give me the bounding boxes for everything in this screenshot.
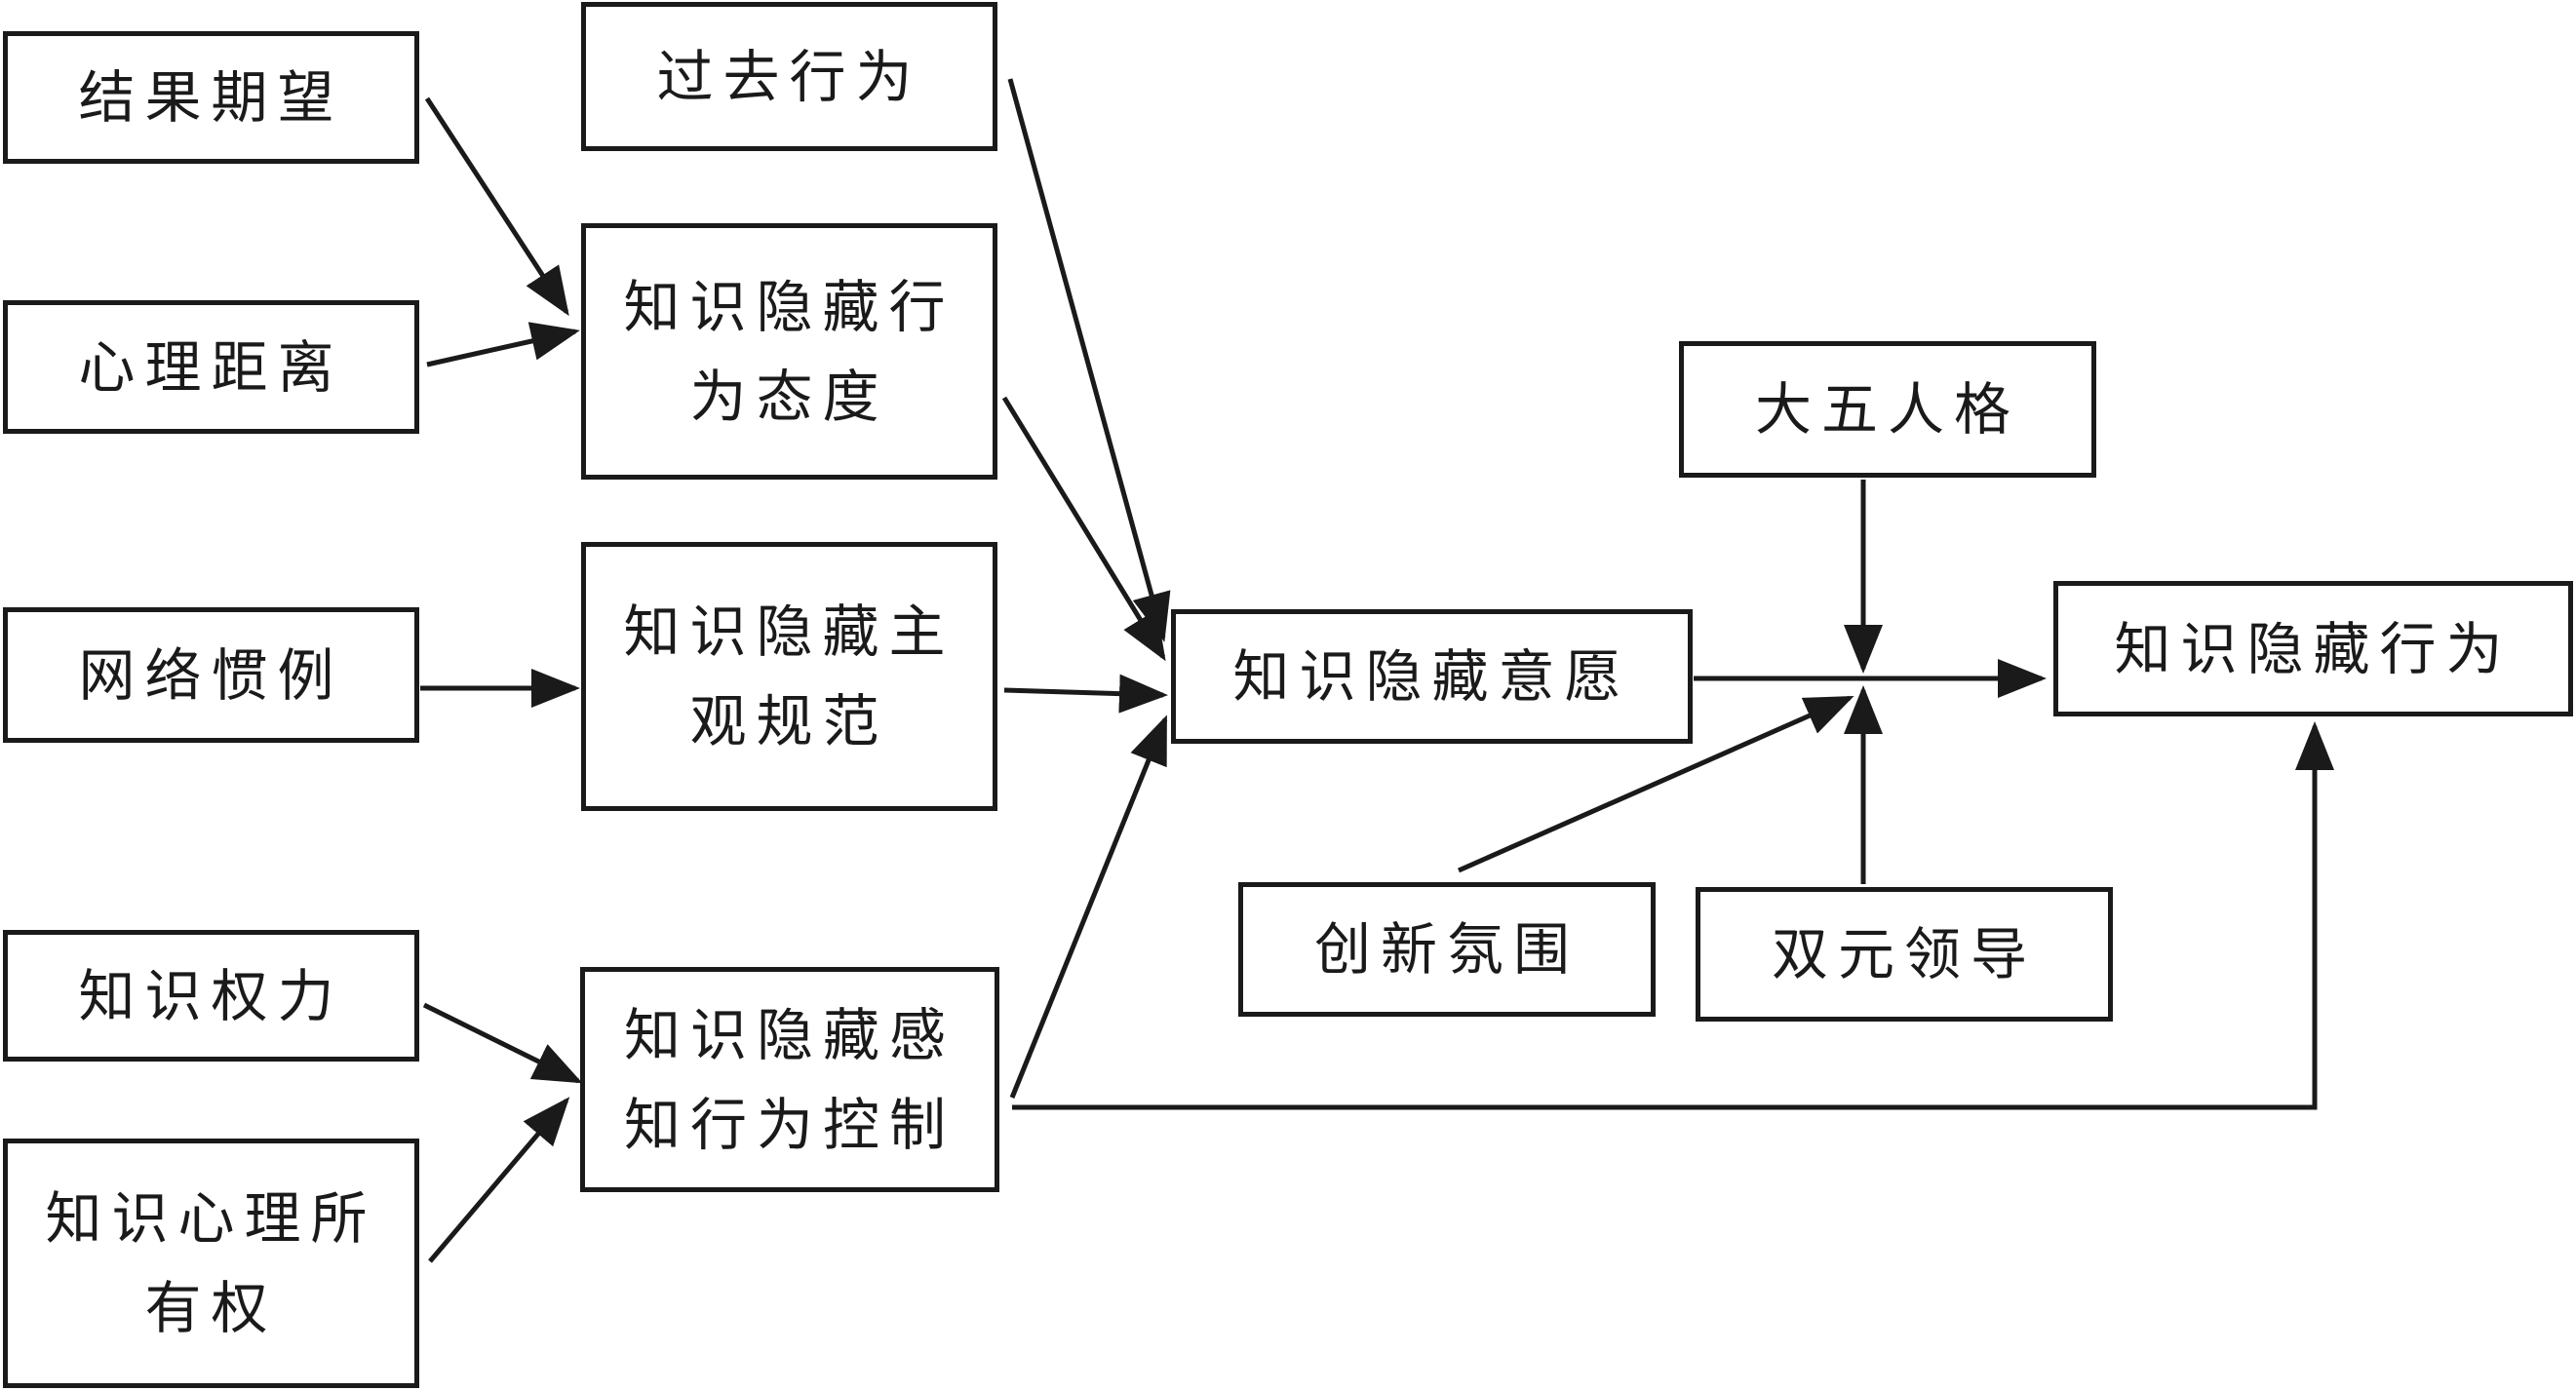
node-label-line: 大五人格 bbox=[1754, 376, 2020, 443]
node-label: 知识隐藏感知行为控制 bbox=[624, 990, 956, 1170]
arrow-psychological-ownership-to-perceived-control bbox=[428, 1097, 570, 1263]
node-label: 知识隐藏行为态度 bbox=[623, 262, 955, 442]
node-label: 双元领导 bbox=[1772, 909, 2037, 999]
node-label: 结果期望 bbox=[78, 53, 343, 142]
node-label: 心理距离 bbox=[78, 323, 343, 412]
node-innovation-climate: 创新氛围 bbox=[1238, 882, 1656, 1017]
node-label: 知识心理所有权 bbox=[45, 1174, 376, 1353]
node-network-norms: 网络惯例 bbox=[3, 607, 419, 743]
arrow-outcome-expectation-to-attitude bbox=[424, 97, 569, 317]
node-label-line: 为态度 bbox=[689, 363, 889, 430]
node-label: 网络惯例 bbox=[78, 631, 343, 720]
arrow-attitude-to-intention bbox=[1001, 396, 1166, 662]
node-label: 知识权力 bbox=[78, 951, 343, 1041]
node-knowledge-power: 知识权力 bbox=[3, 930, 419, 1062]
node-label-line: 知识隐藏意愿 bbox=[1232, 643, 1631, 710]
node-label-line: 有权 bbox=[144, 1275, 278, 1341]
arrow-perceived-control-to-hiding-behavior bbox=[1012, 721, 2334, 1110]
node-label-line: 知识心理所 bbox=[45, 1185, 377, 1252]
node-label-line: 观规范 bbox=[689, 688, 889, 754]
arrow-subjective-norm-to-intention bbox=[1003, 674, 1168, 714]
node-label-line: 网络惯例 bbox=[78, 641, 344, 709]
node-big-five: 大五人格 bbox=[1679, 341, 2096, 478]
arrow-knowledge-power-to-perceived-control bbox=[422, 1002, 583, 1084]
node-past-behavior: 过去行为 bbox=[581, 2, 997, 151]
node-outcome-expectation: 结果期望 bbox=[3, 31, 419, 164]
node-label: 知识隐藏主观规范 bbox=[623, 587, 955, 766]
arrow-innovation-climate-to-intention-hiding-behavior bbox=[1457, 695, 1854, 873]
node-subjective-norm: 知识隐藏主观规范 bbox=[581, 542, 997, 811]
node-psychological-distance: 心理距离 bbox=[3, 300, 419, 434]
node-label-line: 创新氛围 bbox=[1313, 916, 1580, 983]
arrow-perceived-control-to-intention bbox=[1009, 715, 1168, 1099]
node-label-line: 结果期望 bbox=[78, 64, 344, 131]
node-label-line: 知识隐藏行 bbox=[623, 273, 956, 340]
node-label-line: 双元领导 bbox=[1771, 921, 2037, 987]
node-label: 过去行为 bbox=[656, 32, 921, 122]
node-label-line: 知识隐藏感 bbox=[623, 1001, 956, 1068]
node-label: 创新氛围 bbox=[1314, 905, 1580, 994]
node-label-line: 知行为控制 bbox=[623, 1091, 956, 1158]
node-label-line: 知识隐藏主 bbox=[623, 599, 956, 665]
node-label: 大五人格 bbox=[1755, 365, 2020, 454]
node-label-line: 过去行为 bbox=[656, 43, 922, 110]
node-label-line: 心理距离 bbox=[78, 333, 344, 401]
node-label: 知识隐藏意愿 bbox=[1232, 632, 1630, 721]
node-label-line: 知识权力 bbox=[78, 962, 344, 1029]
arrow-past-behavior-to-intention bbox=[1007, 78, 1171, 642]
node-psychological-ownership: 知识心理所有权 bbox=[3, 1139, 419, 1388]
node-perceived-control: 知识隐藏感知行为控制 bbox=[580, 967, 999, 1192]
arrow-psychological-distance-to-attitude bbox=[426, 322, 580, 367]
node-ambidextrous-leadership: 双元领导 bbox=[1696, 887, 2113, 1022]
node-hiding-behavior: 知识隐藏行为 bbox=[2053, 581, 2573, 716]
node-attitude: 知识隐藏行为态度 bbox=[581, 223, 997, 480]
node-intention: 知识隐藏意愿 bbox=[1171, 609, 1693, 744]
node-label: 知识隐藏行为 bbox=[2114, 604, 2512, 694]
node-label-line: 知识隐藏行为 bbox=[2114, 615, 2513, 682]
